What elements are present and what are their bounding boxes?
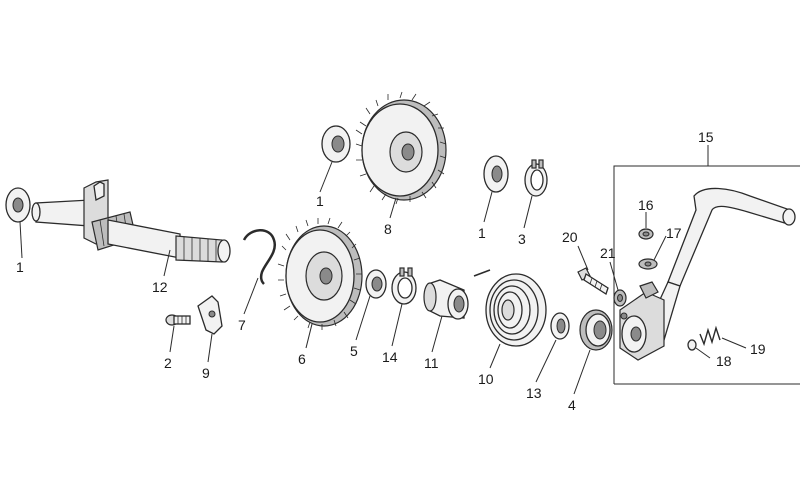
callout-4: 4 [568, 397, 576, 413]
callout-20: 20 [562, 229, 578, 245]
callout-3: 3 [518, 231, 526, 247]
part-1-washer-left [5, 187, 31, 223]
callout-8: 8 [384, 221, 392, 237]
callout-1-upper: 1 [316, 193, 324, 209]
part-18-ring [687, 339, 697, 351]
part-16-ball [638, 228, 654, 240]
callout-15: 15 [698, 129, 714, 145]
part-6-gear [277, 217, 363, 330]
callout-12: 12 [152, 279, 168, 295]
callout-19: 19 [750, 341, 766, 357]
callout-6: 6 [298, 351, 306, 367]
callout-10: 10 [478, 371, 494, 387]
part-15-kick-lever [619, 187, 796, 361]
callout-14: 14 [382, 349, 398, 365]
part-11-ratchet [423, 279, 469, 320]
part-1-washer-right [483, 155, 509, 193]
part-21-washer [613, 289, 627, 307]
part-13-washer [550, 312, 570, 340]
part-20-bolt [577, 267, 609, 295]
part-12-kickstart-shaft [31, 179, 231, 263]
callout-13: 13 [526, 385, 542, 401]
part-2-bolt [165, 314, 191, 326]
callout-9: 9 [202, 365, 210, 381]
part-15-assembly-frame [613, 145, 800, 385]
callout-2: 2 [164, 355, 172, 371]
part-14-circlip [391, 267, 417, 305]
part-17-detent [638, 258, 658, 270]
callout-1-left: 1 [16, 259, 24, 275]
callout-7: 7 [238, 317, 246, 333]
part-9-pawl [197, 295, 223, 335]
leader-lines [19, 161, 747, 395]
callout-5: 5 [350, 343, 358, 359]
part-1-washer-upper [321, 125, 351, 163]
part-19-spring [699, 325, 721, 347]
part-8-gear-large [355, 91, 447, 205]
part-5-washer [365, 269, 387, 299]
part-10-spring [473, 269, 547, 347]
callout-18: 18 [716, 353, 732, 369]
callout-16: 16 [638, 197, 654, 213]
callout-17: 17 [666, 225, 682, 241]
callout-1-right: 1 [478, 225, 486, 241]
part-4-oil-seal [579, 309, 613, 351]
part-7-spring-clip [242, 229, 277, 285]
callout-labels: 1 12 2 9 7 6 1 8 5 14 11 10 1 3 13 4 20 … [16, 129, 766, 413]
callout-11: 11 [424, 355, 439, 371]
part-3-circlip [524, 159, 548, 197]
callout-21: 21 [600, 245, 616, 261]
